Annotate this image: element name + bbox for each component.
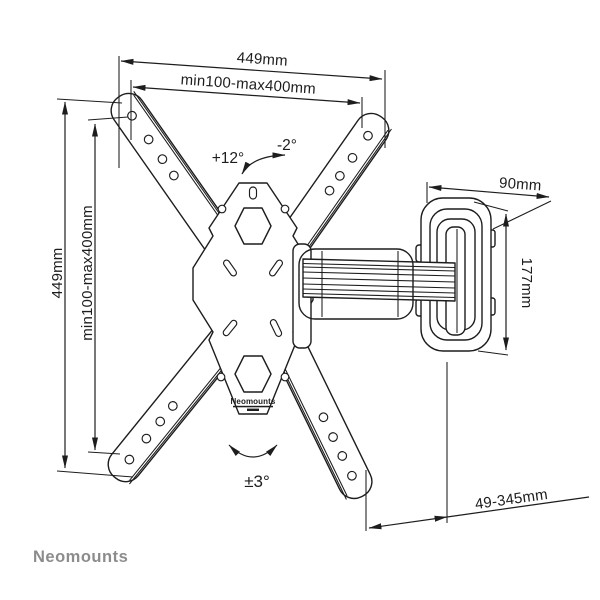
bracket-label-sub-bar bbox=[247, 408, 259, 411]
dimension-line bbox=[368, 515, 448, 530]
tilt-annotation: +12° -2° bbox=[212, 137, 297, 175]
dim-vesa-height: min100-max400mm bbox=[79, 116, 129, 455]
dimension-line bbox=[120, 58, 383, 82]
extension-range-label: 49-345mm bbox=[474, 486, 549, 513]
extension-line bbox=[87, 116, 129, 121]
dim-vesa-width: min100-max400mm bbox=[130, 71, 363, 140]
dimension-line bbox=[132, 84, 361, 106]
extension-line bbox=[477, 350, 509, 356]
extension-line bbox=[56, 98, 123, 104]
swivel-arc-icon bbox=[228, 444, 278, 458]
dimension-leader bbox=[446, 496, 590, 518]
overall-height-label: 449mm bbox=[49, 247, 66, 298]
bracket-center-plate: Neomounts bbox=[192, 182, 314, 415]
hex-hole-bottom bbox=[234, 355, 272, 393]
extension-line bbox=[87, 451, 121, 455]
dim-overall-width: 449mm bbox=[118, 49, 386, 168]
plate-slots bbox=[222, 259, 284, 337]
extension-line bbox=[56, 470, 134, 478]
arm-rails bbox=[302, 258, 456, 302]
vesa-bracket: Neomounts bbox=[107, 91, 392, 500]
vesa-height-label: min100-max400mm bbox=[79, 205, 96, 341]
tilt-up-label: +12° bbox=[212, 150, 245, 167]
plate-height-label: 177mm bbox=[518, 257, 535, 308]
tilt-down-label: -2° bbox=[277, 137, 297, 154]
extension-line bbox=[473, 201, 509, 212]
top-slot bbox=[248, 186, 258, 200]
swivel-label: ±3° bbox=[244, 472, 270, 491]
bracket-label-bar bbox=[233, 405, 273, 408]
bracket-brand-label: Neomounts bbox=[231, 397, 276, 406]
arm-sleeve bbox=[298, 248, 414, 320]
dim-plate-width: 90mm bbox=[426, 175, 552, 230]
dim-overall-height: 449mm bbox=[49, 98, 134, 478]
brand-logo: Neomounts bbox=[33, 548, 128, 566]
hex-hole-top bbox=[234, 207, 272, 245]
swivel-annotation: ±3° bbox=[228, 444, 278, 491]
extension-arm bbox=[298, 248, 456, 320]
dim-plate-height: 177mm bbox=[473, 201, 535, 356]
vesa-width-label: min100-max400mm bbox=[180, 71, 316, 97]
wall-plate bbox=[415, 197, 496, 352]
extension-line bbox=[492, 200, 552, 230]
dimension-line bbox=[428, 185, 550, 199]
overall-width-label: 449mm bbox=[236, 49, 288, 70]
dim-extension-range: 49-345mm bbox=[365, 362, 590, 531]
tilt-arc-icon bbox=[241, 152, 286, 175]
plate-width-label: 90mm bbox=[499, 175, 543, 195]
